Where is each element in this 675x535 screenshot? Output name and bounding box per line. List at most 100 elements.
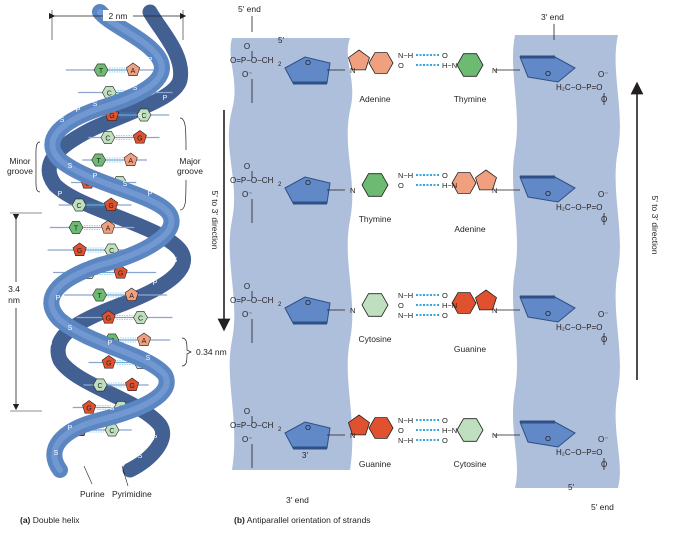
cytosine-base-icon <box>100 131 116 144</box>
svg-text:O: O <box>601 215 607 224</box>
purine-label: Purine <box>80 489 105 499</box>
svg-text:N: N <box>492 186 497 195</box>
sugar-label: S <box>48 340 53 347</box>
svg-text:N−H: N−H <box>398 311 413 320</box>
rise-label: 0.34 nm <box>196 347 227 357</box>
svg-text:O: O <box>601 95 607 104</box>
sugar-label: S <box>68 325 73 332</box>
svg-text:O: O <box>442 171 448 180</box>
cytosine-base-icon <box>133 311 148 324</box>
cytosine-base-icon <box>92 378 108 392</box>
caption-a-letter: (a) <box>20 515 31 525</box>
svg-text:N−H: N−H <box>398 436 413 445</box>
phosphate-label: P <box>153 280 158 287</box>
svg-text:O: O <box>545 69 551 78</box>
svg-text:N: N <box>492 306 497 315</box>
base-letter: A <box>131 68 136 75</box>
left-top-end: 5′ end <box>238 4 261 14</box>
guanine-base-icon <box>72 242 87 256</box>
phosphate-label: P <box>76 107 81 114</box>
svg-text:O: O <box>545 434 551 443</box>
sugar-label: S <box>146 355 151 362</box>
guanine-base-icon <box>101 355 116 369</box>
phosphate-label: P <box>56 295 61 302</box>
base-name-label: Guanine <box>359 459 391 469</box>
svg-text:O: O <box>442 436 448 445</box>
svg-text:O: O <box>398 181 404 190</box>
base-letter: A <box>129 293 134 300</box>
base-letter: C <box>107 91 112 98</box>
guanine-base-icon <box>132 130 147 144</box>
svg-text:O: O <box>442 291 448 300</box>
right-strand-backdrop <box>512 35 620 488</box>
svg-text:H₂C−O−P=O: H₂C−O−P=O <box>556 448 602 457</box>
sugar-label: S <box>138 453 143 460</box>
phosphate-label: P <box>68 425 73 432</box>
phosphate-group: O⁻H₂C−O−P=OO <box>556 70 608 105</box>
svg-text:O=P−O−CH: O=P−O−CH <box>230 176 274 185</box>
svg-text:N: N <box>350 306 355 315</box>
cytosine-base-icon <box>136 108 152 122</box>
svg-text:O: O <box>398 61 404 70</box>
sugar-label: S <box>68 163 73 170</box>
purine-ring-icon <box>451 172 477 194</box>
antiparallel-panel: 5′ to 3′ direction 5′ to 3′ direction 5′… <box>210 4 660 512</box>
caption-b-text: Antiparallel orientation of strands <box>246 515 371 525</box>
svg-text:2: 2 <box>278 182 282 188</box>
svg-text:2: 2 <box>278 302 282 308</box>
svg-text:O: O <box>244 282 250 291</box>
thymine-base-icon <box>93 63 109 77</box>
caption-b: (b) Antiparallel orientation of strands <box>234 515 371 525</box>
base-letter: A <box>142 338 147 345</box>
cytosine-base-icon <box>71 198 87 212</box>
base-letter: A <box>128 158 133 165</box>
right-direction-label: 5′ to 3′ direction <box>650 196 660 255</box>
base-letter: C <box>138 316 143 323</box>
svg-text:2: 2 <box>278 427 282 433</box>
base-name-label: Adenine <box>359 94 390 104</box>
helix-back-strand <box>41 4 191 478</box>
right-bottom-carbon: 5′ <box>568 483 574 492</box>
svg-text:N−H: N−H <box>398 416 413 425</box>
pitch-label-1: 3.4 <box>8 284 20 294</box>
purine-ring-icon <box>348 49 370 71</box>
base-letter: G <box>106 316 111 323</box>
base-letter: G <box>86 406 91 413</box>
svg-text:N: N <box>492 66 497 75</box>
base-name-label: Cytosine <box>453 459 486 469</box>
sugar-label: S <box>173 257 178 264</box>
caption-a-text: Double helix <box>32 515 80 525</box>
major-groove-label-2: groove <box>177 166 203 176</box>
base-letter: C <box>141 113 146 120</box>
svg-text:N−H: N−H <box>398 51 413 60</box>
deoxyribose-sugar-icon <box>284 176 331 204</box>
svg-text:N: N <box>492 431 497 440</box>
svg-text:H−N: H−N <box>442 61 457 70</box>
pyrimidine-ring-icon <box>361 173 389 197</box>
svg-text:H₂C−O−P=O: H₂C−O−P=O <box>556 323 602 332</box>
left-bottom-end: 3′ end <box>286 495 309 505</box>
base-letter: C <box>98 383 103 390</box>
adenine-base-icon <box>100 220 116 234</box>
base-letter: G <box>129 383 134 390</box>
svg-text:N: N <box>350 431 355 440</box>
pyrimidine-label: Pyrimidine <box>112 489 152 499</box>
svg-text:O: O <box>305 58 311 67</box>
pyrimidine-ring-icon <box>456 418 484 442</box>
sugar-label: S <box>158 221 163 228</box>
svg-text:O⁻: O⁻ <box>242 190 252 199</box>
base-letter: G <box>77 248 82 255</box>
base-letter: C <box>109 428 114 435</box>
svg-text:O⁻: O⁻ <box>598 435 608 444</box>
base-letter: G <box>106 361 111 368</box>
guanine-base-icon <box>101 310 116 324</box>
base-name-label: Adenine <box>454 224 485 234</box>
svg-text:O⁻: O⁻ <box>242 310 252 319</box>
sugar-label: S <box>83 257 88 264</box>
svg-text:O: O <box>601 460 607 469</box>
